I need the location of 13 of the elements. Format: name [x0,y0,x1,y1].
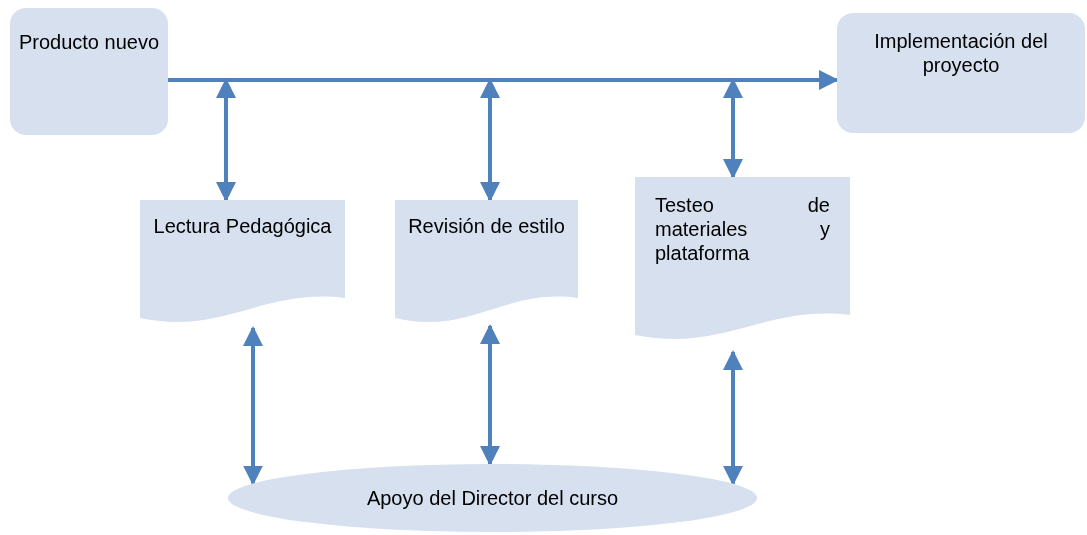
arrow [723,350,743,486]
node-label: Producto nuevo [17,30,161,54]
node-label: Testeo de materiales y plataforma [655,193,830,265]
node-label: Lectura Pedagógica [152,214,333,238]
process-box [10,8,168,135]
arrow [168,70,839,90]
arrow [480,324,500,466]
process-box [837,13,1085,133]
node-label: Revisión de estilo [407,214,566,238]
arrow [243,326,263,486]
node-label: Apoyo del Director del curso [365,486,620,510]
terminal-ellipse [228,464,757,532]
node-label: Implementación del proyecto [873,29,1049,77]
